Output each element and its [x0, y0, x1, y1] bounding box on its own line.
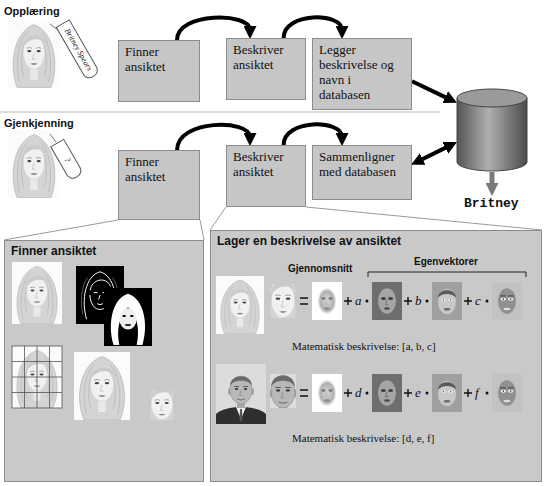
coefficient: e	[415, 385, 421, 401]
coefficient: b	[415, 293, 422, 309]
coefficient: f	[475, 385, 479, 401]
section-heading: Gjenkjenning	[4, 117, 74, 130]
coefficient: d	[355, 385, 362, 401]
flow-arrow	[490, 172, 495, 187]
column-heading: Egenvektorer	[414, 256, 478, 268]
result-text: Britney	[464, 196, 519, 211]
coefficient: c	[475, 293, 481, 309]
cylinder-shape	[456, 88, 528, 172]
box-label: Finner ansiktet	[125, 155, 193, 185]
column-heading: Gjennomsnitt	[288, 263, 352, 275]
box-label: Finner ansiktet	[125, 45, 193, 75]
vector-caption: Matematisk beskrivelse: [d, e, f]	[292, 432, 434, 445]
name-tag: Britney Spears	[56, 19, 101, 81]
tag-text: Britney Spears	[58, 23, 97, 77]
process-box: Legger beskrivelse og navn i databasen	[312, 38, 412, 110]
box-label: Beskriver ansiktet	[233, 150, 299, 180]
flow-arrow	[412, 81, 449, 99]
database-cylinder	[456, 88, 528, 172]
section-heading: Opplæring	[4, 5, 60, 18]
box-label: Legger beskrivelse og navn i databasen	[319, 43, 405, 103]
box-label: Beskriver ansiktet	[233, 43, 299, 73]
flow-arrow	[284, 17, 342, 38]
panel-heading: Finner ansiktet	[11, 244, 197, 259]
detail-panel: Lager en beskrivelse av ansiktet	[210, 230, 542, 482]
result-label: Britney	[464, 196, 519, 211]
coefficient: a	[355, 293, 362, 309]
process-box: Finner ansiktet	[118, 150, 200, 220]
box-label: Sammenligner med databasen	[319, 150, 405, 180]
zoom-lines	[4, 220, 204, 240]
flow-arrow	[177, 18, 250, 40]
process-box: Finner ansiktet	[118, 40, 200, 102]
vector-caption: Matematisk beskrivelse: [a, b, c]	[292, 340, 436, 353]
panel-heading: Lager en beskrivelse av ansiktet	[217, 234, 535, 249]
tag-text: ?	[53, 143, 81, 178]
flow-arrow	[419, 146, 449, 161]
process-box: Beskriver ansiktet	[226, 38, 306, 100]
detail-panel: Finner ansiktet	[4, 240, 204, 482]
process-box: Beskriver ansiktet	[226, 145, 306, 207]
name-tag: ?	[50, 139, 84, 182]
process-box: Sammenligner med databasen	[312, 145, 412, 200]
flow-arrow	[284, 124, 342, 145]
